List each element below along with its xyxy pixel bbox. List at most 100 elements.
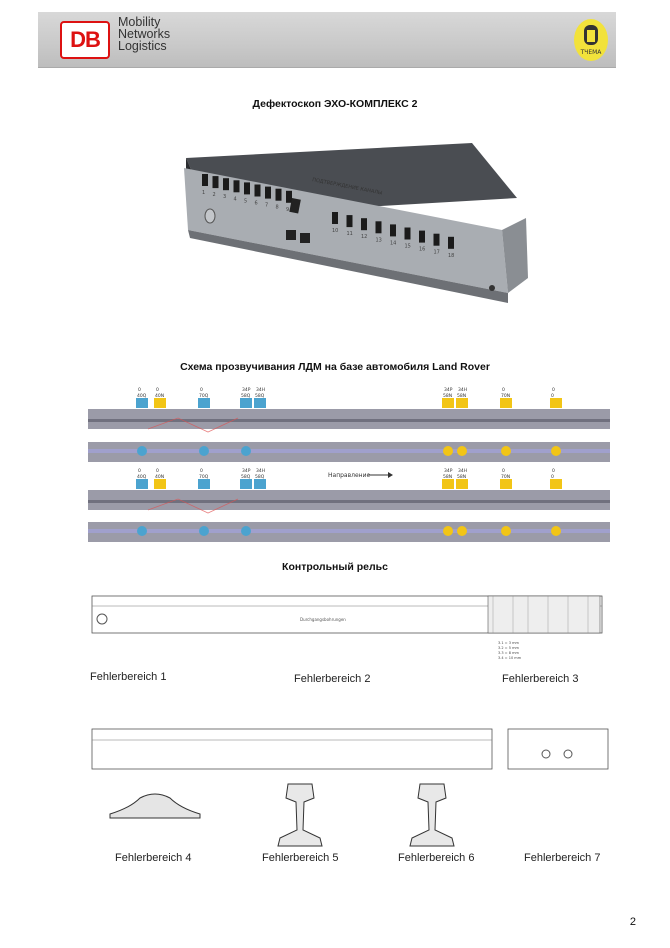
right-switch-12 bbox=[361, 218, 367, 231]
left-switch-6 bbox=[254, 184, 261, 197]
block-bottom-yellow-1 bbox=[442, 479, 454, 489]
left-switch-5 bbox=[244, 182, 250, 195]
right-switch-16 bbox=[419, 230, 425, 243]
block-top-blue-2 bbox=[240, 398, 252, 408]
dot-bottom-yellow-0 bbox=[443, 526, 453, 536]
label-fehlerbereich-5: Fehlerbereich 5 bbox=[262, 852, 339, 864]
direction-label: Направление bbox=[328, 472, 370, 479]
block-bottom-blue-2-label-top: 34P bbox=[242, 468, 251, 474]
power-switch bbox=[289, 198, 301, 214]
block-bottom-yellow-3-label-bottom: 70N bbox=[501, 474, 510, 480]
left-switch-8 bbox=[275, 188, 282, 201]
block-bottom-yellow-0-label-top: 0 bbox=[156, 468, 159, 474]
right-switch-18 bbox=[448, 236, 454, 249]
label-fehlerbereich-1: Fehlerbereich 1 bbox=[90, 671, 167, 683]
block-top-yellow-0 bbox=[154, 398, 166, 408]
device-title: Дефектоскоп ЭХО-КОМПЛЕКС 2 bbox=[252, 98, 418, 110]
tchema-logo-text: ТЧЕМА bbox=[580, 49, 603, 56]
block-bottom-blue-1-label-top: 0 bbox=[200, 468, 203, 474]
block-top-yellow-4-label-bottom: 0 bbox=[551, 393, 554, 399]
left-switch-7 bbox=[265, 186, 271, 199]
block-top-blue-0 bbox=[136, 398, 148, 408]
company-line-1: Mobility bbox=[118, 15, 161, 29]
block-bottom-yellow-4-label-top: 0 bbox=[552, 468, 555, 474]
right-switch-15 bbox=[404, 227, 411, 240]
block-top-yellow-3 bbox=[500, 398, 512, 408]
control-rail-title: Контрольный рельс bbox=[282, 561, 388, 573]
block-top-blue-3 bbox=[254, 398, 266, 408]
right-switch-number-17: 17 bbox=[434, 250, 440, 256]
label-fehlerbereich-3: Fehlerbereich 3 bbox=[502, 673, 579, 685]
block-bottom-blue-1-label-bottom: 70Q bbox=[199, 474, 209, 480]
block-top-yellow-4 bbox=[550, 398, 562, 408]
dot-top-yellow-2 bbox=[501, 446, 511, 456]
legend-line-1: 3.1 = 3 mm bbox=[498, 641, 519, 645]
toggle-2 bbox=[300, 233, 310, 243]
label-fehlerbereich-2: Fehlerbereich 2 bbox=[294, 673, 371, 685]
block-top-blue-3-label-bottom: 58Q bbox=[255, 393, 265, 399]
block-bottom-yellow-3-label-top: 0 bbox=[502, 468, 505, 474]
dot-top-yellow-1 bbox=[457, 446, 467, 456]
left-switch-4 bbox=[233, 180, 240, 193]
block-bottom-yellow-0 bbox=[154, 479, 166, 489]
block-bottom-yellow-1-label-top: 34P bbox=[444, 468, 453, 474]
left-switch-number-6: 6 bbox=[255, 201, 258, 207]
right-switch-number-15: 15 bbox=[405, 244, 411, 250]
right-switch-number-11: 11 bbox=[347, 231, 353, 237]
block-bottom-blue-1 bbox=[198, 479, 210, 489]
block-bottom-yellow-2-label-bottom: 58N bbox=[457, 474, 466, 480]
block-top-yellow-2-label-top: 34H bbox=[458, 387, 467, 393]
right-switch-number-16: 16 bbox=[419, 247, 425, 253]
left-switch-number-2: 2 bbox=[213, 192, 216, 198]
tchema-logo: ТЧЕМА bbox=[574, 19, 608, 61]
block-bottom-blue-2-label-bottom: 58Q bbox=[241, 474, 251, 480]
dot-bottom-blue-2 bbox=[241, 526, 251, 536]
dot-bottom-yellow-3 bbox=[551, 526, 561, 536]
dot-top-blue-2 bbox=[241, 446, 251, 456]
block-bottom-yellow-2 bbox=[456, 479, 468, 489]
right-switch-17 bbox=[433, 233, 440, 246]
company-name: Mobility Networks Logistics bbox=[118, 15, 170, 53]
dot-top-yellow-0 bbox=[443, 446, 453, 456]
block-top-blue-2-label-top: 34P bbox=[242, 387, 251, 393]
block-bottom-yellow-1-label-bottom: 58N bbox=[443, 474, 452, 480]
dot-bottom-yellow-2 bbox=[501, 526, 511, 536]
left-switch-9 bbox=[286, 190, 292, 203]
right-switch-number-18: 18 bbox=[448, 253, 454, 259]
left-switch-number-5: 5 bbox=[244, 198, 247, 204]
right-switch-14 bbox=[390, 224, 396, 237]
rail-profile-flat bbox=[109, 793, 201, 819]
left-switch-number-7: 7 bbox=[265, 203, 268, 209]
block-top-yellow-2-label-bottom: 58N bbox=[457, 393, 466, 399]
rail1-note: Durchgangsbohrungen bbox=[300, 617, 346, 622]
label-fehlerbereich-7: Fehlerbereich 7 bbox=[524, 852, 601, 864]
block-top-blue-0-label-top: 0 bbox=[138, 387, 141, 393]
block-top-yellow-1 bbox=[442, 398, 454, 408]
block-top-yellow-0-label-bottom: 40N bbox=[155, 393, 164, 399]
left-switch-number-1: 1 bbox=[202, 190, 205, 196]
block-top-blue-1-label-top: 0 bbox=[200, 387, 203, 393]
left-switch-number-8: 8 bbox=[276, 205, 279, 211]
block-bottom-blue-3-label-bottom: 58Q bbox=[255, 474, 265, 480]
block-bottom-yellow-0-label-bottom: 40N bbox=[155, 474, 164, 480]
control-rail-drawing-2 bbox=[91, 728, 609, 770]
block-top-yellow-2 bbox=[456, 398, 468, 408]
label-fehlerbereich-6: Fehlerbereich 6 bbox=[398, 852, 475, 864]
left-switch-2 bbox=[212, 176, 219, 189]
control-rail-drawing-1: Durchgangsbohrungen 3.1 = 3 mm 3.2 = 5 m… bbox=[91, 595, 603, 660]
rail-scheme: 040Q070Q34P58Q34H58Q040N34P58N34H58N070N… bbox=[88, 387, 610, 542]
right-switch-number-12: 12 bbox=[361, 234, 367, 240]
rail-profile-6 bbox=[409, 783, 455, 847]
right-switch-10 bbox=[332, 212, 338, 224]
left-switch-1 bbox=[202, 174, 208, 186]
block-top-yellow-1-label-top: 34P bbox=[444, 387, 453, 393]
block-top-blue-2-label-bottom: 58Q bbox=[241, 393, 251, 399]
dot-top-yellow-3 bbox=[551, 446, 561, 456]
left-switch-number-4: 4 bbox=[234, 196, 237, 202]
left-switch-3 bbox=[223, 178, 229, 191]
block-bottom-blue-3 bbox=[254, 479, 266, 489]
block-top-yellow-1-label-bottom: 58N bbox=[443, 393, 452, 399]
left-switch-number-3: 3 bbox=[223, 194, 226, 200]
